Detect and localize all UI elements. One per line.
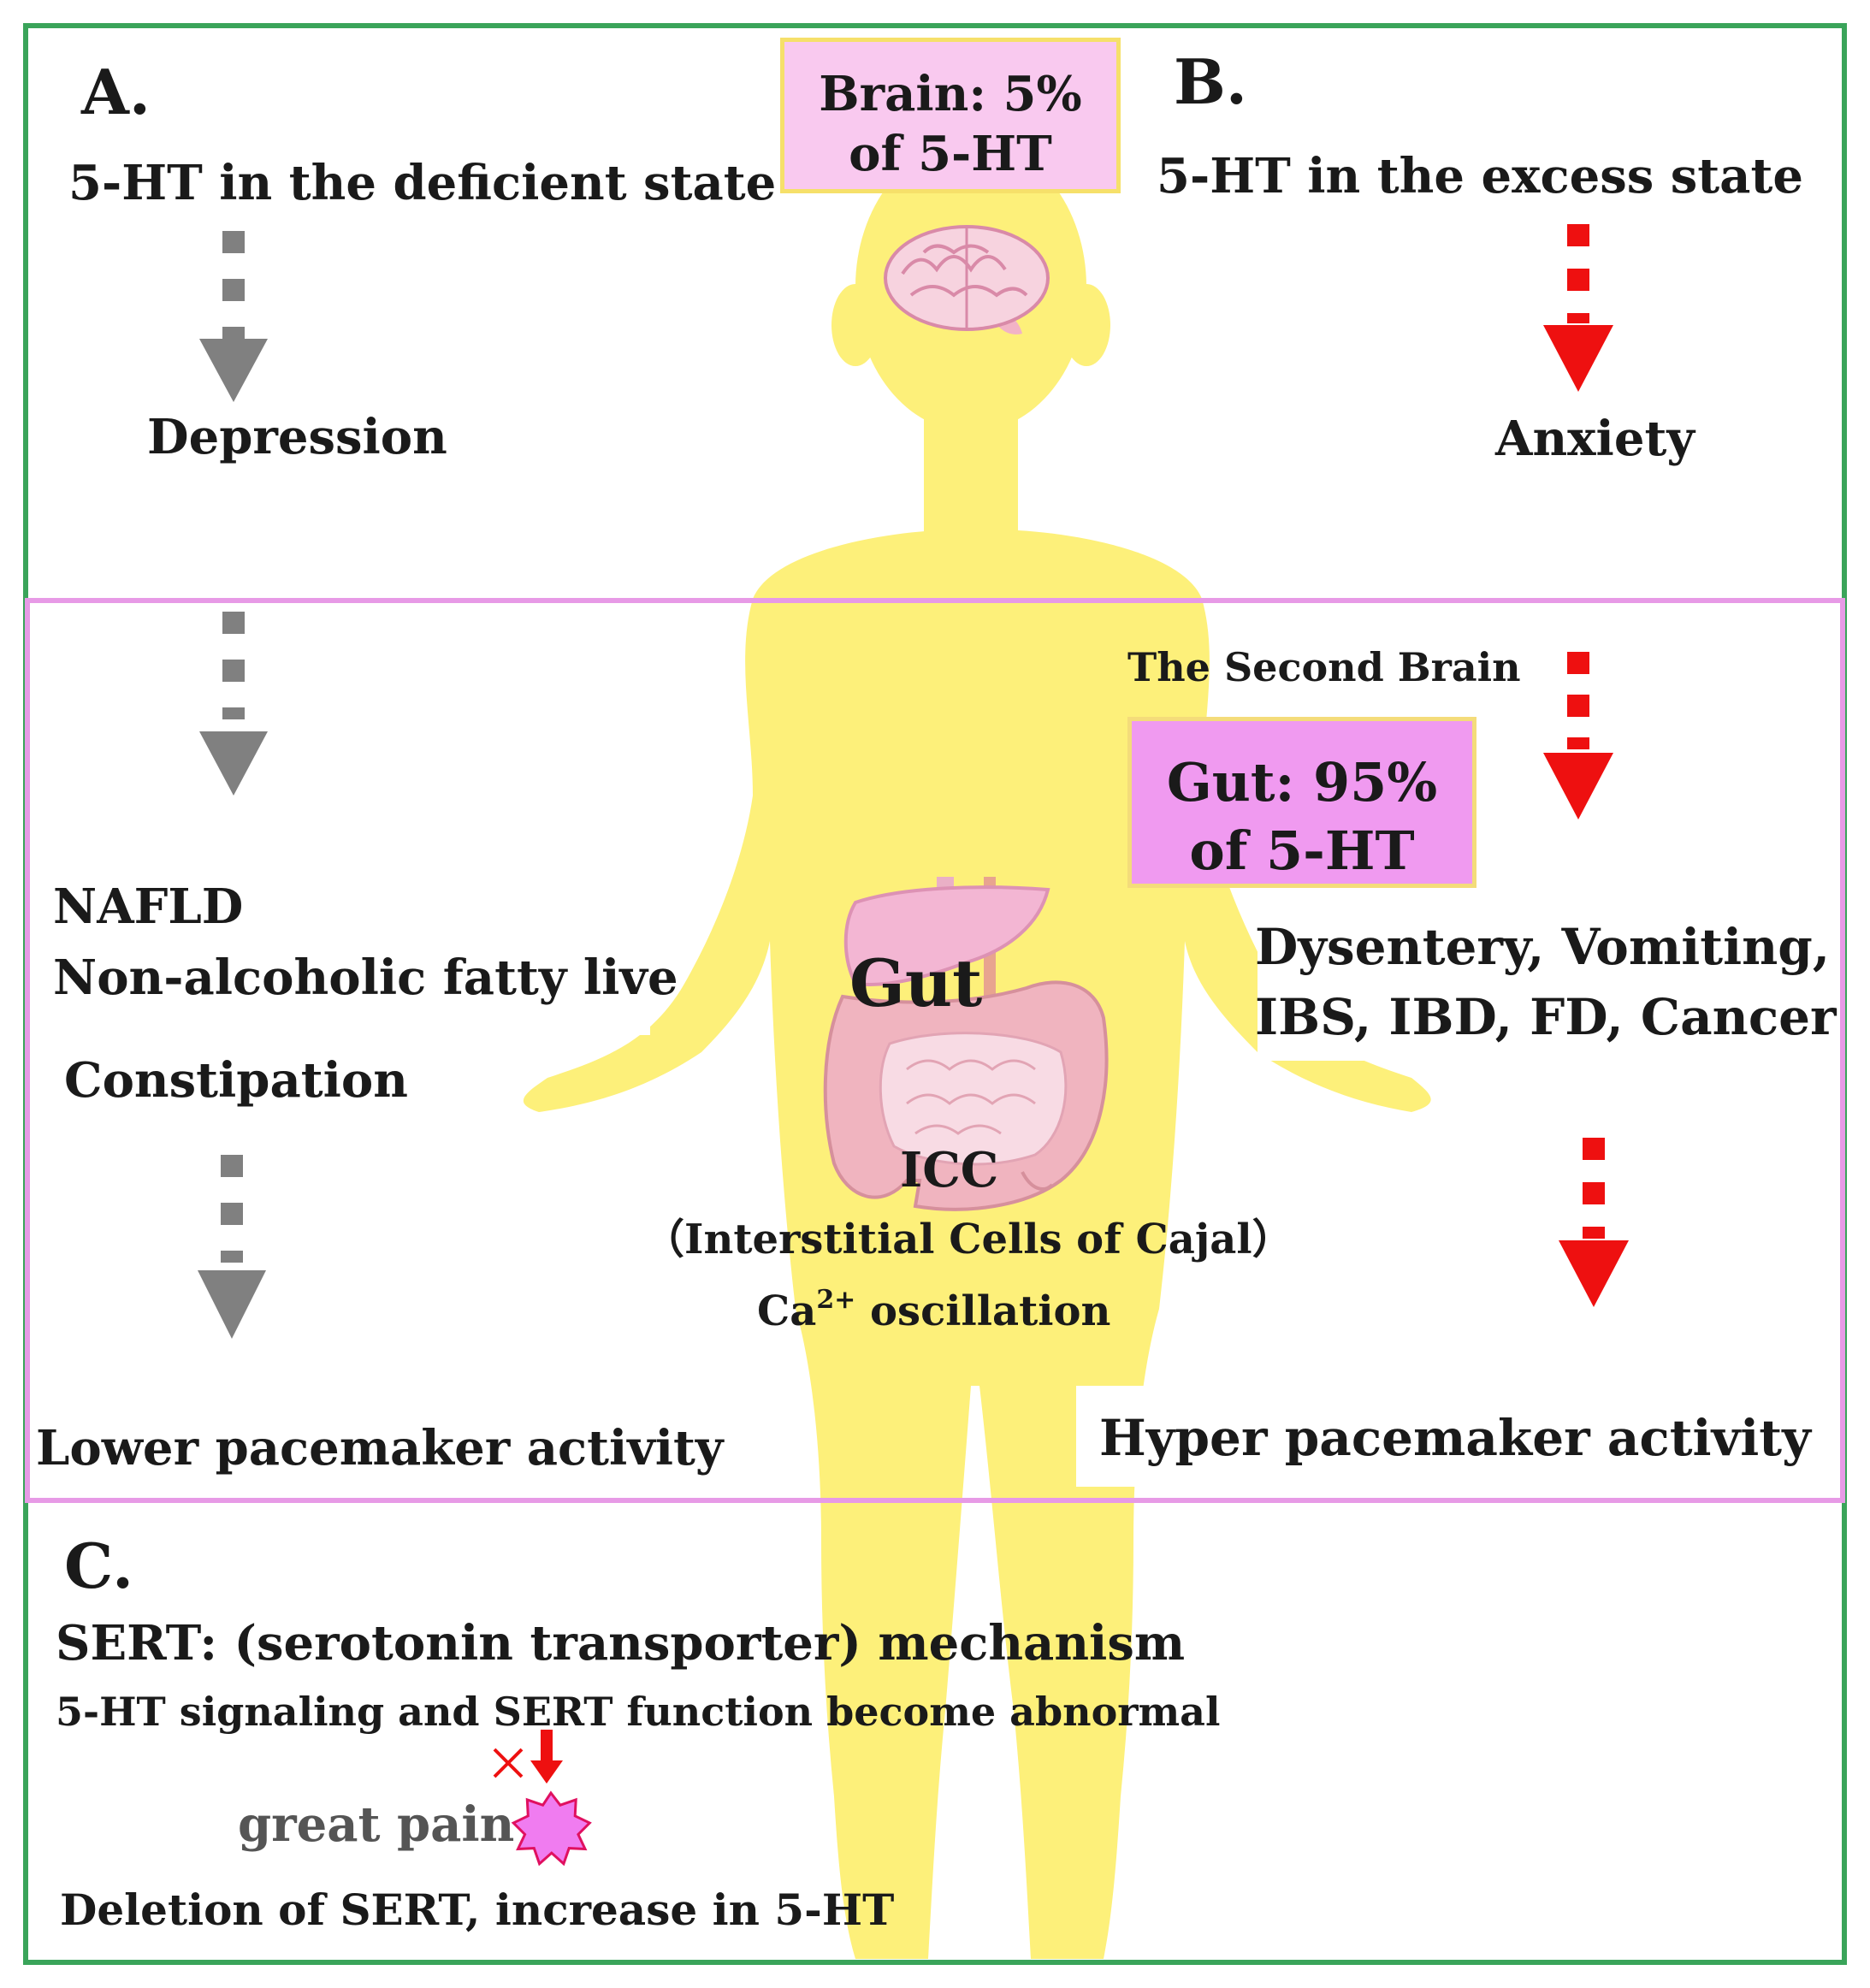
blocked-cross-icon	[493, 1748, 524, 1778]
second-brain-label: The Second Brain	[1127, 644, 1521, 690]
disorders-text-background	[1258, 907, 1831, 1061]
great-pain-label: great pain	[238, 1796, 515, 1853]
gut-percentage-box: Gut: 95% of 5-HT	[1127, 717, 1476, 888]
panel-a-label: A.	[81, 56, 151, 128]
hyper-pacemaker-text-background	[1076, 1386, 1812, 1487]
disorders-line1: Dysentery, Vomiting,	[1255, 918, 1831, 976]
arrow-disorders-to-hyper-pacemaker	[1559, 1138, 1629, 1307]
arrow-constipation-to-lower-pacemaker	[198, 1155, 266, 1339]
brain-box-line1: Brain: 5%	[819, 66, 1082, 122]
ca-prefix: Ca	[757, 1287, 817, 1335]
ca-oscillation-label: Ca2+ oscillation	[757, 1285, 1111, 1335]
icc-label: ICC	[900, 1142, 999, 1198]
arrow-deficient-to-nafld	[199, 612, 268, 796]
ca-superscript: 2+	[816, 1285, 856, 1315]
anxiety-label: Anxiety	[1495, 411, 1695, 467]
gut-box-line1: Gut: 95%	[1166, 751, 1438, 814]
gut-box-line2: of 5-HT	[1189, 819, 1415, 882]
disorders-line2: IBS, IBD, FD, Cancer	[1255, 988, 1837, 1046]
hyper-pacemaker-label: Hyper pacemaker activity	[1099, 1409, 1811, 1467]
nafld-full-label: Non-alcoholic fatty live	[53, 950, 678, 1006]
gut-organs-illustration	[823, 877, 1109, 1211]
panel-c-label: C.	[64, 1529, 134, 1602]
nafld-text-background	[51, 864, 650, 1035]
brain-box-line2: of 5-HT	[849, 126, 1052, 182]
sert-deletion-label: Deletion of SERT, increase in 5-HT	[60, 1884, 895, 1935]
sert-signaling-label: 5-HT signaling and SERT function become …	[56, 1689, 1221, 1735]
sert-mechanism-label: SERT: (serotonin transporter) mechanism	[56, 1615, 1186, 1671]
panel-b-label: B.	[1174, 45, 1247, 118]
gut-label: Gut	[849, 945, 983, 1021]
excess-state-heading: 5-HT in the excess state	[1157, 148, 1803, 204]
depression-label: Depression	[147, 409, 447, 465]
ca-suffix: oscillation	[855, 1287, 1111, 1335]
brain-icon	[884, 225, 1050, 334]
arrow-deficient-to-depression	[199, 231, 268, 402]
nafld-label: NAFLD	[53, 879, 244, 935]
arrow-second-brain-to-gut	[1543, 652, 1613, 819]
icc-full-label: （Interstitial Cells of Cajal）	[643, 1216, 1293, 1263]
lower-pacemaker-text-background	[34, 1411, 719, 1488]
lower-pacemaker-label: Lower pacemaker activity	[36, 1420, 724, 1476]
down-arrow-icon	[530, 1730, 563, 1784]
gut-band-frame	[25, 598, 1845, 1503]
brain-percentage-box: Brain: 5% of 5-HT	[780, 38, 1121, 193]
arrow-excess-to-anxiety	[1543, 224, 1613, 392]
deficient-state-heading: 5-HT in the deficient state	[68, 155, 777, 211]
constipation-label: Constipation	[64, 1052, 408, 1109]
pain-burst-icon	[511, 1790, 592, 1867]
